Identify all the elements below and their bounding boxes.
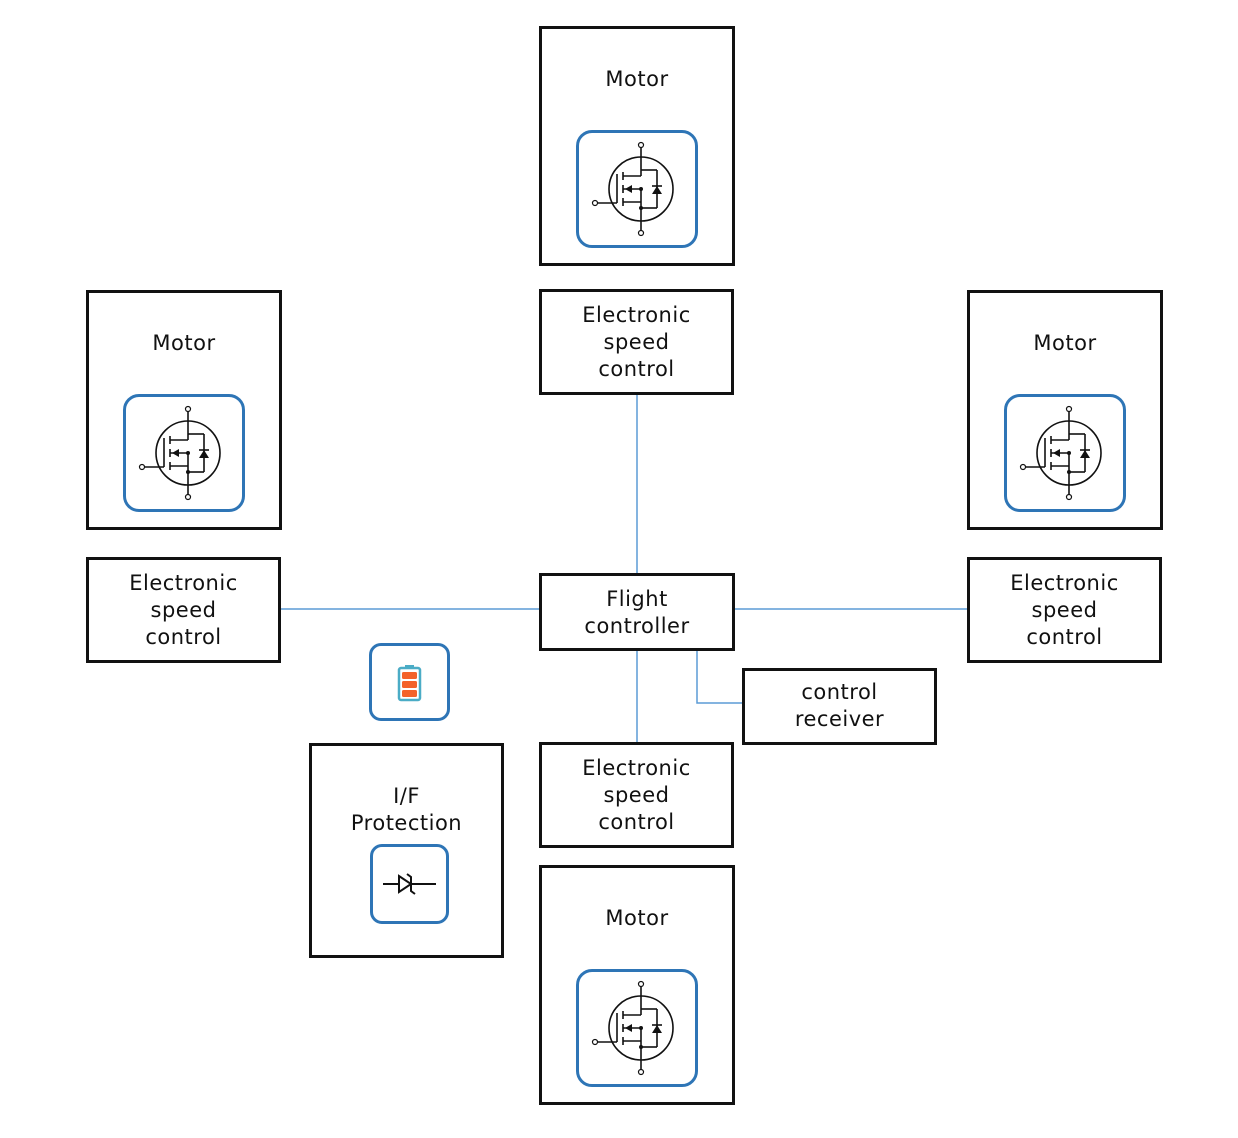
battery-graphic [397,665,422,702]
motor-top: Motor [539,26,735,266]
esc-bottom: Electronic speed control [539,742,734,848]
esc-label-line2: speed [150,598,217,622]
mosfet-icon [123,394,245,512]
protection-line1: I/F [393,784,420,808]
esc-label-line3: control [598,357,675,381]
diode-icon [370,844,449,924]
esc-label-line1: Electronic [1010,571,1119,595]
esc-label-line2: speed [1031,598,1098,622]
if-protection: I/F Protection [309,743,504,958]
esc-label-line3: control [598,810,675,834]
flight-controller-line2: controller [584,614,690,638]
motor-label: Motor [152,331,216,355]
receiver-line2: receiver [794,707,885,731]
mosfet-symbol [591,141,674,237]
battery-icon [369,643,450,721]
esc-label-line2: speed [603,330,670,354]
esc-label-line1: Electronic [582,756,691,780]
mosfet-icon [576,130,698,248]
mosfet-symbol [1019,405,1102,501]
motor-left: Motor [86,290,282,530]
esc-label-line3: control [145,625,222,649]
mosfet-symbol [591,980,674,1076]
wire-fc-to-receiver [696,649,743,704]
esc-label-line3: control [1026,625,1103,649]
esc-label-line1: Electronic [582,303,691,327]
flight-controller-line1: Flight [606,587,668,611]
control-receiver: control receiver [742,668,937,745]
motor-label: Motor [605,906,669,930]
motor-label: Motor [1033,331,1097,355]
esc-left: Electronic speed control [86,557,281,663]
flight-controller: Flight controller [539,573,735,651]
esc-label-line2: speed [603,783,670,807]
receiver-line1: control [801,680,878,704]
esc-right: Electronic speed control [967,557,1162,663]
motor-right: Motor [967,290,1163,530]
mosfet-icon [576,969,698,1087]
mosfet-icon [1004,394,1126,512]
esc-label-line1: Electronic [129,571,238,595]
protection-line2: Protection [350,811,463,835]
tvs-diode-graphic [383,873,436,895]
mosfet-symbol [138,405,221,501]
motor-label: Motor [605,67,669,91]
esc-top: Electronic speed control [539,289,734,395]
motor-bottom: Motor [539,865,735,1105]
